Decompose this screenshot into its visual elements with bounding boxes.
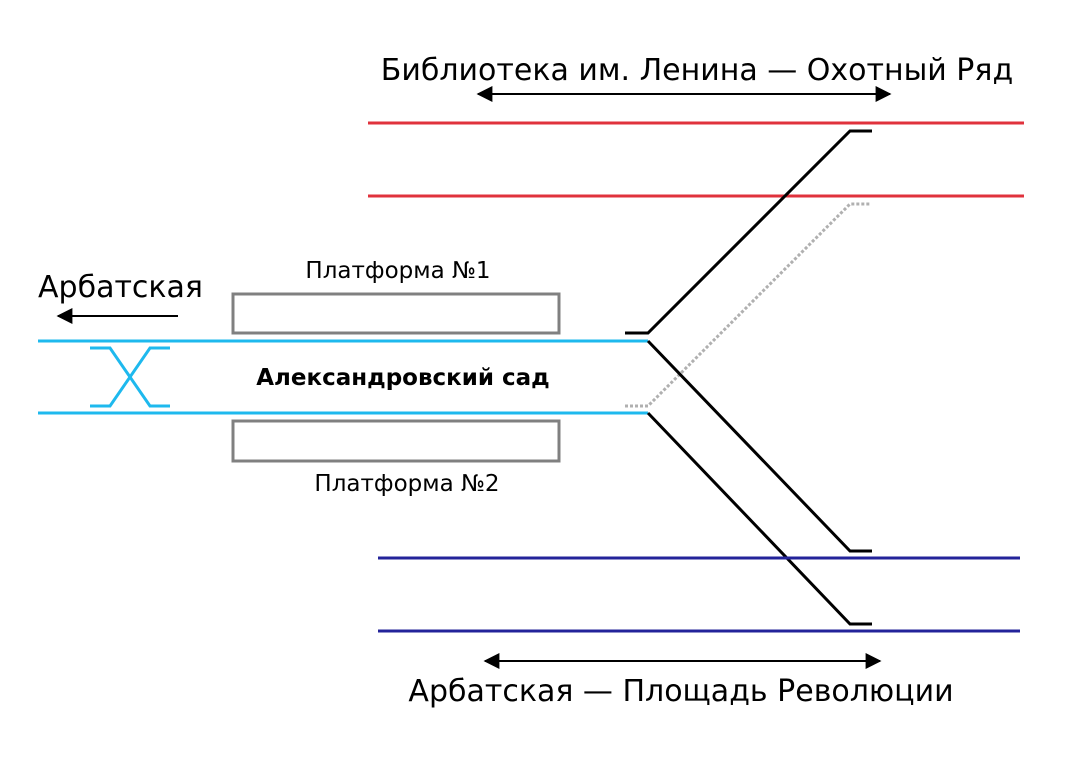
- platform-1-label: Платформа №1: [305, 258, 490, 284]
- bottom-route-label: Арбатская — Площадь Революции: [408, 674, 953, 709]
- connector-to-red: [625, 129, 872, 335]
- crossover-leg-b: [90, 346, 170, 408]
- scissors-crossover: [90, 346, 170, 408]
- connector-to-blue-upper: [646, 339, 872, 553]
- platform-2: [231, 419, 561, 463]
- left-route-label: Арбатская: [38, 270, 203, 305]
- connector-to-blue-lower: [646, 411, 872, 626]
- top-route-label: Библиотека им. Ленина — Охотный Ряд: [381, 53, 1013, 88]
- station-name: Александровский сад: [256, 365, 550, 391]
- platform-2-label: Платформа №2: [314, 471, 499, 497]
- dotted-connector: [625, 202, 870, 408]
- platform-1: [231, 292, 561, 335]
